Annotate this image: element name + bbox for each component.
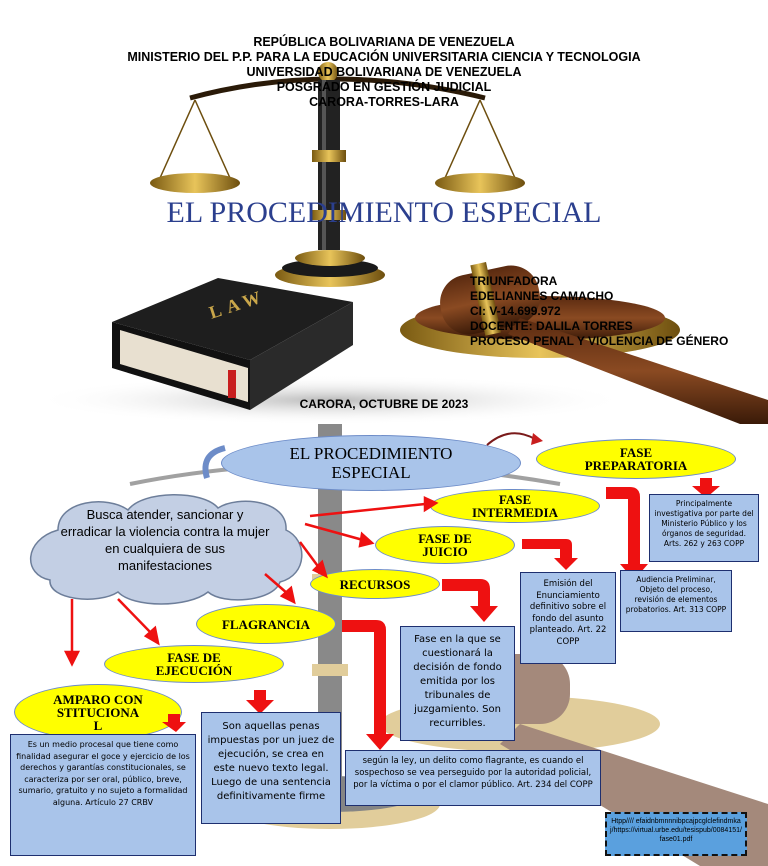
box-juicio: Emisión del Enunciamiento definitivo sob…	[520, 572, 616, 664]
course-name: PROCESO PENAL Y VIOLENCIA DE GÉNERO	[470, 334, 728, 349]
header-line-4: POSGRADO EN GESTIÓN JUDICIAL	[0, 80, 768, 95]
source-link[interactable]: Htpp//// efaidnbmnnnibpcajpcglclefindmka…	[605, 812, 747, 856]
header-line-5: CARORA-TORRES-LARA	[0, 95, 768, 110]
box-recursos: Fase en la que se cuestionará la decisió…	[400, 626, 515, 741]
header-line-2: MINISTERIO DEL P.P. PARA LA EDUCACIÓN UN…	[0, 50, 768, 65]
box-flagrancia: según la ley, un delito como flagrante, …	[345, 750, 601, 806]
cover-slide: REPÚBLICA BOLIVARIANA DE VENEZUELA MINIS…	[0, 0, 768, 424]
cover-date: CARORA, OCTUBRE DE 2023	[0, 397, 768, 411]
cover-title: EL PROCEDIMIENTO ESPECIAL	[0, 196, 768, 230]
author-label: TRIUNFADORA	[470, 274, 557, 289]
author-id: CI: V-14.699.972	[470, 304, 561, 319]
box-ejecucion: Son aquellas penas impuestas por un juez…	[201, 712, 341, 824]
author-name: EDELIANNES CAMACHO	[470, 289, 613, 304]
header-line-3: UNIVERSIDAD BOLIVARIANA DE VENEZUELA	[0, 65, 768, 80]
teacher-name: DOCENTE: DALILA TORRES	[470, 319, 633, 334]
header-line-1: REPÚBLICA BOLIVARIANA DE VENEZUELA	[0, 35, 768, 50]
box-amparo: Es un medio procesal que tiene como fina…	[10, 734, 196, 856]
box-preparatoria: Principalmente investigativa por parte d…	[649, 494, 759, 562]
mindmap-slide: EL PROCEDIMIENTO ESPECIAL Busca atender,…	[0, 424, 768, 866]
box-intermedia: Audiencia Preliminar, Objeto del proceso…	[620, 570, 732, 632]
